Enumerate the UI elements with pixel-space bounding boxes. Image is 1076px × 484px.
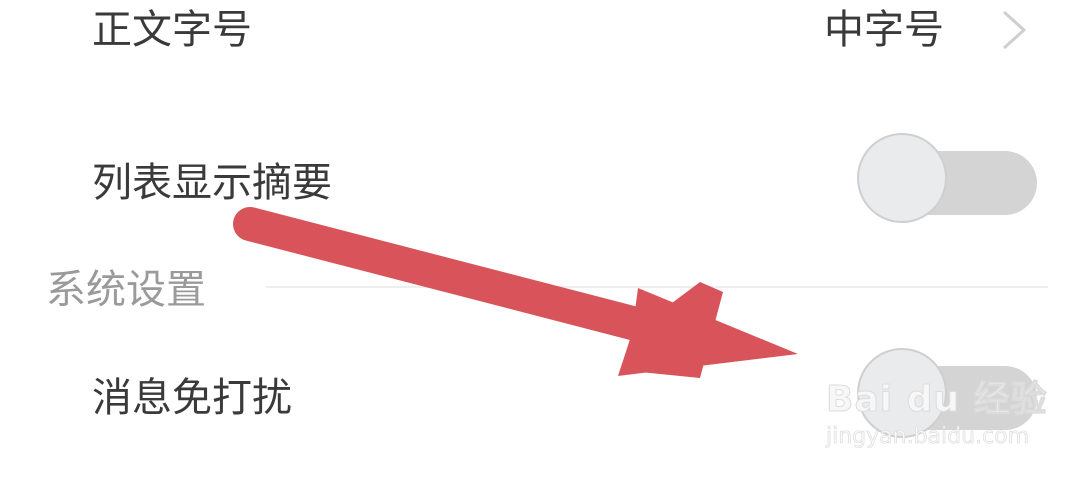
font-size-value: 中字号	[824, 7, 944, 53]
do-not-disturb-label: 消息免打扰	[92, 375, 292, 421]
toggle-thumb	[857, 133, 947, 223]
font-size-row[interactable]: 正文字号 中字号	[0, 0, 1076, 70]
section-title: 系统设置	[46, 267, 206, 313]
list-summary-toggle[interactable]	[857, 133, 1039, 225]
do-not-disturb-toggle[interactable]	[857, 348, 1039, 440]
chevron-right-icon	[1002, 10, 1027, 50]
toggle-thumb	[857, 348, 947, 438]
list-summary-row: 列表显示摘要	[0, 130, 1076, 230]
section-divider	[266, 286, 1048, 288]
system-settings-section: 系统设置	[0, 262, 1076, 322]
list-summary-label: 列表显示摘要	[92, 160, 332, 206]
do-not-disturb-row: 消息免打扰	[0, 340, 1076, 450]
font-size-label: 正文字号	[92, 7, 252, 53]
